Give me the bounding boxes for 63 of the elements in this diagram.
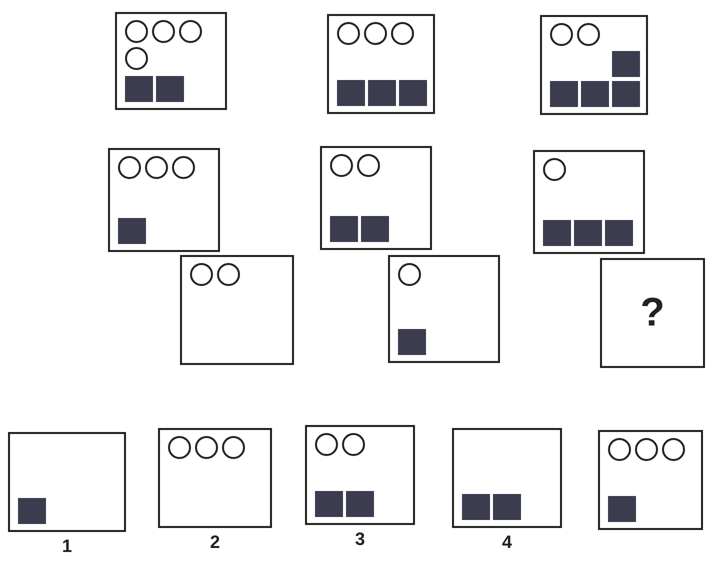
square-mark [346, 491, 374, 517]
circle-mark [337, 22, 360, 45]
square-mark [399, 80, 427, 106]
square-mark [462, 494, 490, 520]
square-mark [550, 81, 578, 107]
circle-mark [364, 22, 387, 45]
circle-mark [145, 156, 168, 179]
circle-mark [125, 47, 148, 70]
circle-mark [152, 20, 175, 43]
circle-mark [342, 433, 365, 456]
question-mark: ? [640, 290, 665, 336]
figure-panel [320, 146, 432, 250]
square-mark [368, 80, 396, 106]
circle-mark [118, 156, 141, 179]
square-mark [574, 220, 602, 246]
figure-panel [108, 148, 220, 252]
circle-mark [357, 154, 380, 177]
circle-mark [168, 436, 191, 459]
square-mark [612, 81, 640, 107]
circle-mark [635, 438, 658, 461]
circle-mark [391, 22, 414, 45]
circle-mark [190, 263, 213, 286]
option-number: 3 [354, 529, 365, 550]
circle-mark [222, 436, 245, 459]
circle-mark [172, 156, 195, 179]
circle-mark [577, 23, 600, 46]
square-mark [398, 329, 426, 355]
circle-mark [608, 438, 631, 461]
option-number: 2 [210, 532, 220, 553]
circle-mark [330, 154, 353, 177]
figure-panel [533, 150, 645, 254]
square-mark [118, 218, 146, 244]
square-mark [605, 220, 633, 246]
square-mark [361, 216, 389, 242]
circle-mark [662, 438, 685, 461]
square-mark [581, 81, 609, 107]
square-mark [330, 216, 358, 242]
option-number: 1 [62, 536, 72, 557]
figure-panel [600, 258, 705, 368]
circle-mark [543, 158, 566, 181]
square-mark [612, 51, 640, 77]
figure-panel [115, 12, 227, 110]
square-mark [315, 491, 343, 517]
square-mark [608, 496, 636, 522]
square-mark [18, 498, 46, 524]
square-mark [156, 76, 184, 102]
circle-mark [125, 20, 148, 43]
circle-mark [315, 433, 338, 456]
figure-panel [598, 430, 703, 530]
circle-mark [550, 23, 573, 46]
circle-mark [179, 20, 202, 43]
square-mark [337, 80, 365, 106]
square-mark [125, 76, 153, 102]
figure-panel [327, 14, 435, 114]
figure-panel [180, 255, 294, 365]
figure-panel [540, 15, 648, 115]
figure-panel [388, 255, 500, 363]
option-number: 4 [502, 532, 512, 553]
circle-mark [195, 436, 218, 459]
square-mark [543, 220, 571, 246]
square-mark [493, 494, 521, 520]
circle-mark [398, 263, 421, 286]
circle-mark [217, 263, 240, 286]
